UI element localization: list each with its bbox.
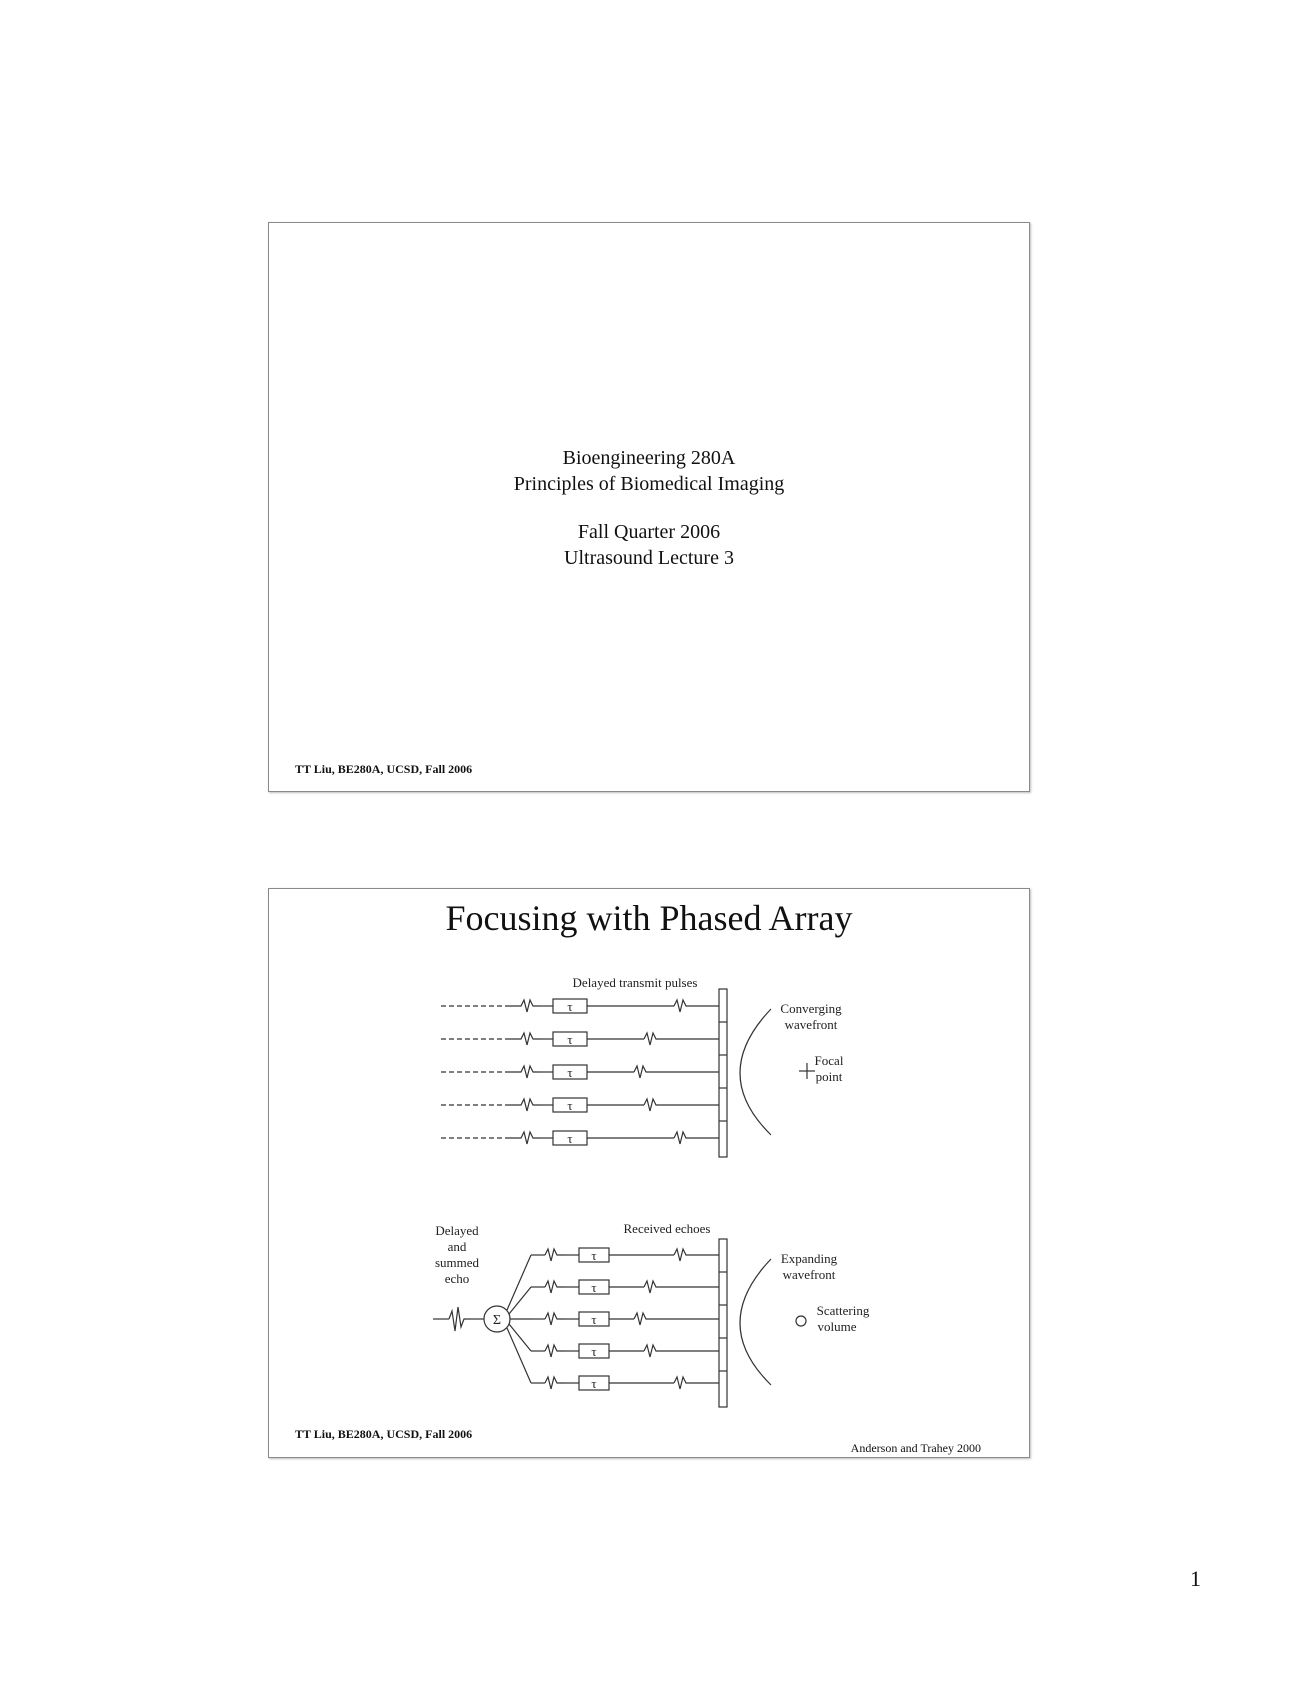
slide-footer: TT Liu, BE280A, UCSD, Fall 2006 <box>295 762 473 776</box>
delay-symbol: τ <box>567 1098 572 1113</box>
phased-array-diagram: τ τ τ τ τ τ τ τ τ τ Σ Delayed transmit p… <box>433 975 870 1408</box>
slide-phased-array: Focusing with Phased Array <box>268 888 1030 1458</box>
expanding-label: Expanding <box>781 1251 838 1266</box>
delay-symbol: τ <box>567 1032 572 1047</box>
sum-symbol: Σ <box>493 1313 501 1328</box>
delayed-label: summed <box>435 1255 480 1270</box>
converging-label: Converging <box>780 1001 842 1016</box>
lecture-name: Ultrasound Lecture 3 <box>564 547 734 569</box>
focal-label: point <box>816 1069 843 1084</box>
delay-symbol: τ <box>567 1131 572 1146</box>
focal-label: Focal <box>815 1053 844 1068</box>
converging-wavefront <box>739 1008 772 1136</box>
transmit-label: Delayed transmit pulses <box>573 975 698 990</box>
course-name: Bioengineering 280A <box>562 447 736 469</box>
delay-symbol: τ <box>567 1065 572 1080</box>
transducer-array-bottom <box>718 1238 728 1408</box>
delayed-label: Delayed <box>435 1223 479 1238</box>
delayed-label: and <box>448 1239 467 1254</box>
expanding-wavefront <box>739 1258 772 1386</box>
scattering-volume-icon <box>795 1315 807 1327</box>
term: Fall Quarter 2006 <box>577 521 721 543</box>
delayed-label: echo <box>445 1271 470 1286</box>
scatter-label: volume <box>818 1319 857 1334</box>
slide-footer: TT Liu, BE280A, UCSD, Fall 2006 <box>295 1427 473 1441</box>
title-block: Bioengineering 280A Principles of Biomed… <box>269 445 1029 571</box>
delay-symbol: τ <box>591 1376 596 1391</box>
converging-label: wavefront <box>785 1017 838 1032</box>
slide-title-page: Bioengineering 280A Principles of Biomed… <box>268 222 1030 792</box>
delay-symbol: τ <box>591 1248 596 1263</box>
page-number: 1 <box>1190 1566 1201 1591</box>
image-credit: Anderson and Trahey 2000 <box>850 1441 981 1455</box>
transducer-array-top <box>718 988 728 1158</box>
course-title: Principles of Biomedical Imaging <box>513 473 785 495</box>
delay-symbol: τ <box>567 999 572 1014</box>
expanding-label: wavefront <box>783 1267 836 1282</box>
delay-symbol: τ <box>591 1280 596 1295</box>
scatter-label: Scattering <box>817 1303 870 1318</box>
delay-symbol: τ <box>591 1312 596 1327</box>
delay-symbol: τ <box>591 1344 596 1359</box>
slide-title: Focusing with Phased Array <box>445 898 853 938</box>
received-label: Received echoes <box>624 1221 711 1236</box>
